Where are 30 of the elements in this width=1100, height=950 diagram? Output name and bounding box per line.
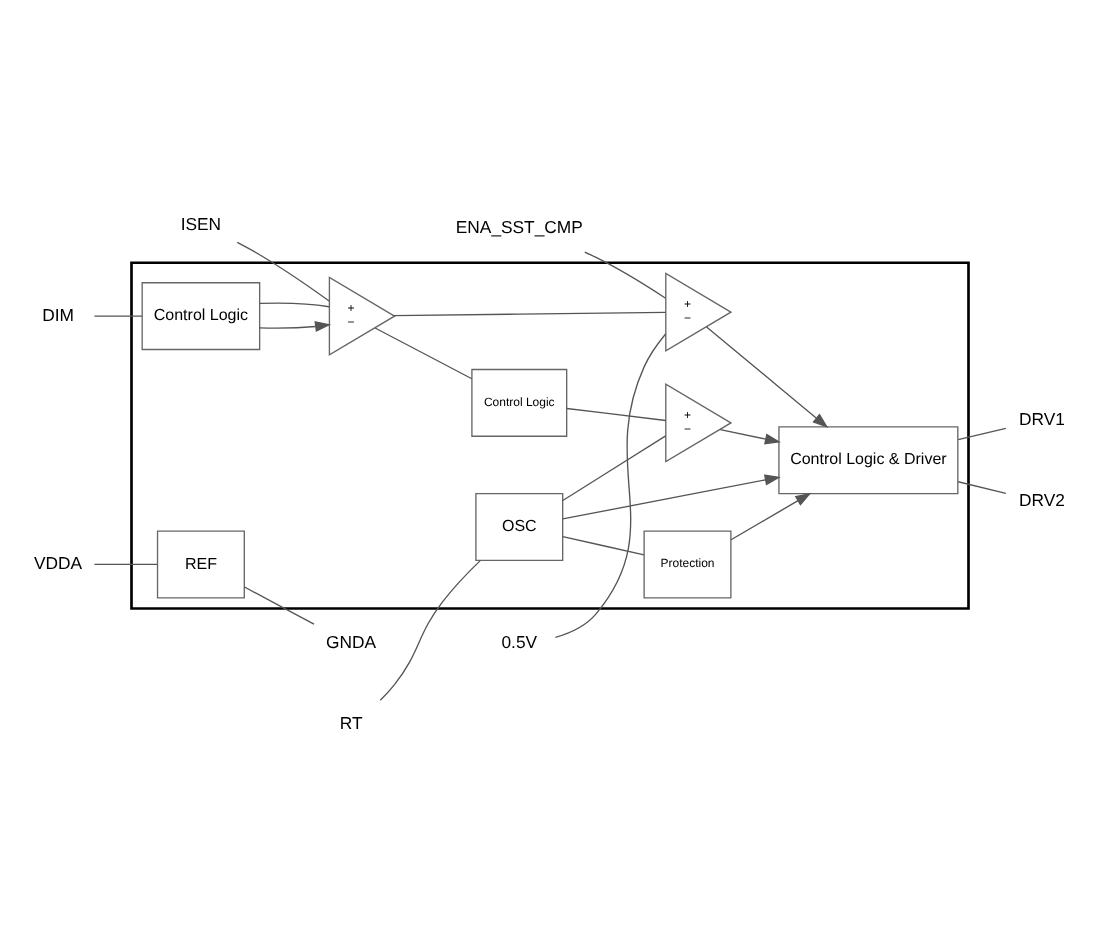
node-text: GNDA (326, 631, 377, 652)
node-text: RT (339, 713, 363, 734)
node-text: DRV1 (1018, 408, 1065, 429)
connector (554, 333, 667, 638)
node-text: 0.5V (501, 631, 538, 652)
node-text: VDDA (34, 552, 83, 573)
connector (562, 435, 667, 502)
connector (259, 302, 330, 308)
connector (566, 407, 667, 422)
connector (236, 241, 330, 302)
arrow (719, 428, 781, 445)
node-text: ISEN (180, 213, 222, 234)
arrow (730, 492, 812, 541)
connector (562, 535, 645, 556)
arrow (705, 326, 829, 429)
connector (374, 327, 473, 380)
connector (93, 563, 158, 566)
connector (379, 559, 481, 701)
node-text: ENA_SST_CMP (455, 216, 583, 237)
connector (393, 311, 667, 317)
node-text: DRV2 (1018, 490, 1065, 511)
connector (584, 251, 667, 299)
cluster (130, 261, 970, 610)
arrow (562, 474, 781, 520)
arrow (259, 320, 332, 333)
node-text: DIM (42, 304, 74, 325)
connector (243, 586, 315, 625)
connector (93, 315, 143, 317)
connector (957, 427, 1007, 441)
connector (957, 481, 1007, 494)
